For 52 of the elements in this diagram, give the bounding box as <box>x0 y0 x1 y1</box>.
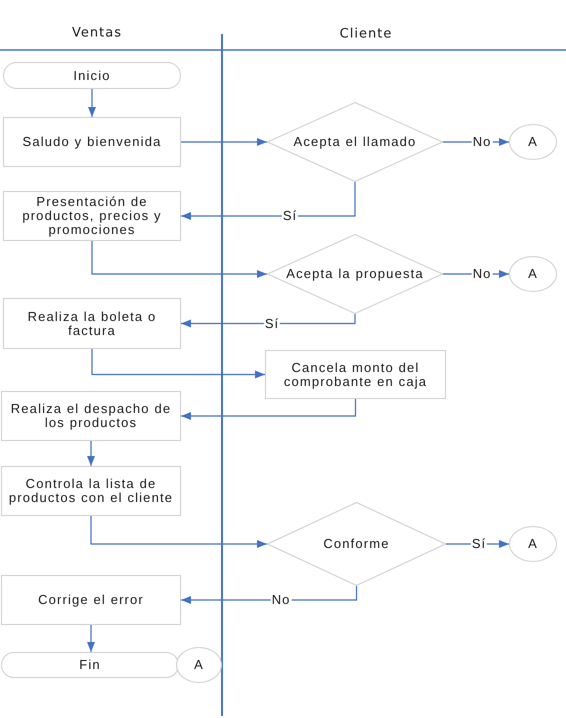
lane-title: Ventas <box>72 24 122 42</box>
process-box <box>3 298 181 349</box>
connector-letter: A <box>528 267 538 281</box>
flow-arrow <box>91 349 265 378</box>
step-text: Fin <box>79 658 101 672</box>
connector-circle <box>176 647 222 683</box>
decision-text: Acepta la propuesta <box>286 267 424 281</box>
flow-arrow <box>181 399 356 420</box>
flow-arrow <box>181 182 356 220</box>
lane-title: Cliente <box>340 25 392 44</box>
process-box <box>1 466 181 516</box>
process-box <box>3 117 181 167</box>
edge-label: No <box>472 267 492 281</box>
decision-diamond <box>267 102 443 182</box>
connector-letter: A <box>528 135 538 149</box>
connector-circle <box>509 124 557 160</box>
edge-label: Sí <box>470 537 488 551</box>
connector-circle <box>509 256 557 292</box>
step-text: Realiza el despacho de los productos <box>10 402 172 430</box>
process-box <box>265 350 446 399</box>
edge-label: No <box>270 593 292 607</box>
flow-arrow <box>181 586 358 604</box>
step-text: Cancela monto del comprobante en caja <box>282 360 428 388</box>
step-text: Presentación de productos, precios y promociones <box>21 195 163 237</box>
connector-circle <box>509 526 557 562</box>
flow-arrow <box>181 314 356 328</box>
decision-text: Acepta el llamado <box>294 135 416 149</box>
step-text: Saludo y bienvenida <box>22 135 162 149</box>
flow-arrow <box>181 138 267 146</box>
step-text: Controla la lista de productos con el cliente <box>8 477 174 505</box>
flow-arrow <box>91 241 267 278</box>
edge-label: No <box>472 135 492 149</box>
flow-arrow <box>88 89 96 117</box>
step-text: Realiza la boleta o factura <box>26 310 158 338</box>
flow-arrow <box>446 540 509 548</box>
terminator-pill <box>1 652 179 678</box>
step-text: Inicio <box>73 68 111 82</box>
decision-diamond <box>267 502 446 586</box>
flow-arrow <box>87 625 95 652</box>
edge-label: Sí <box>264 316 280 330</box>
connector-letter: A <box>528 537 538 551</box>
process-box <box>3 191 181 241</box>
flow-arrow <box>90 516 267 548</box>
connector-letter: A <box>194 658 204 672</box>
decision-text: Conforme <box>323 537 390 551</box>
flow-arrow <box>87 441 95 466</box>
step-text: Corrige el error <box>38 593 144 607</box>
edge-label: Sí <box>282 209 298 223</box>
terminator-pill <box>3 62 181 89</box>
decision-diamond <box>267 234 443 314</box>
process-box <box>1 391 181 441</box>
process-box <box>1 575 181 625</box>
